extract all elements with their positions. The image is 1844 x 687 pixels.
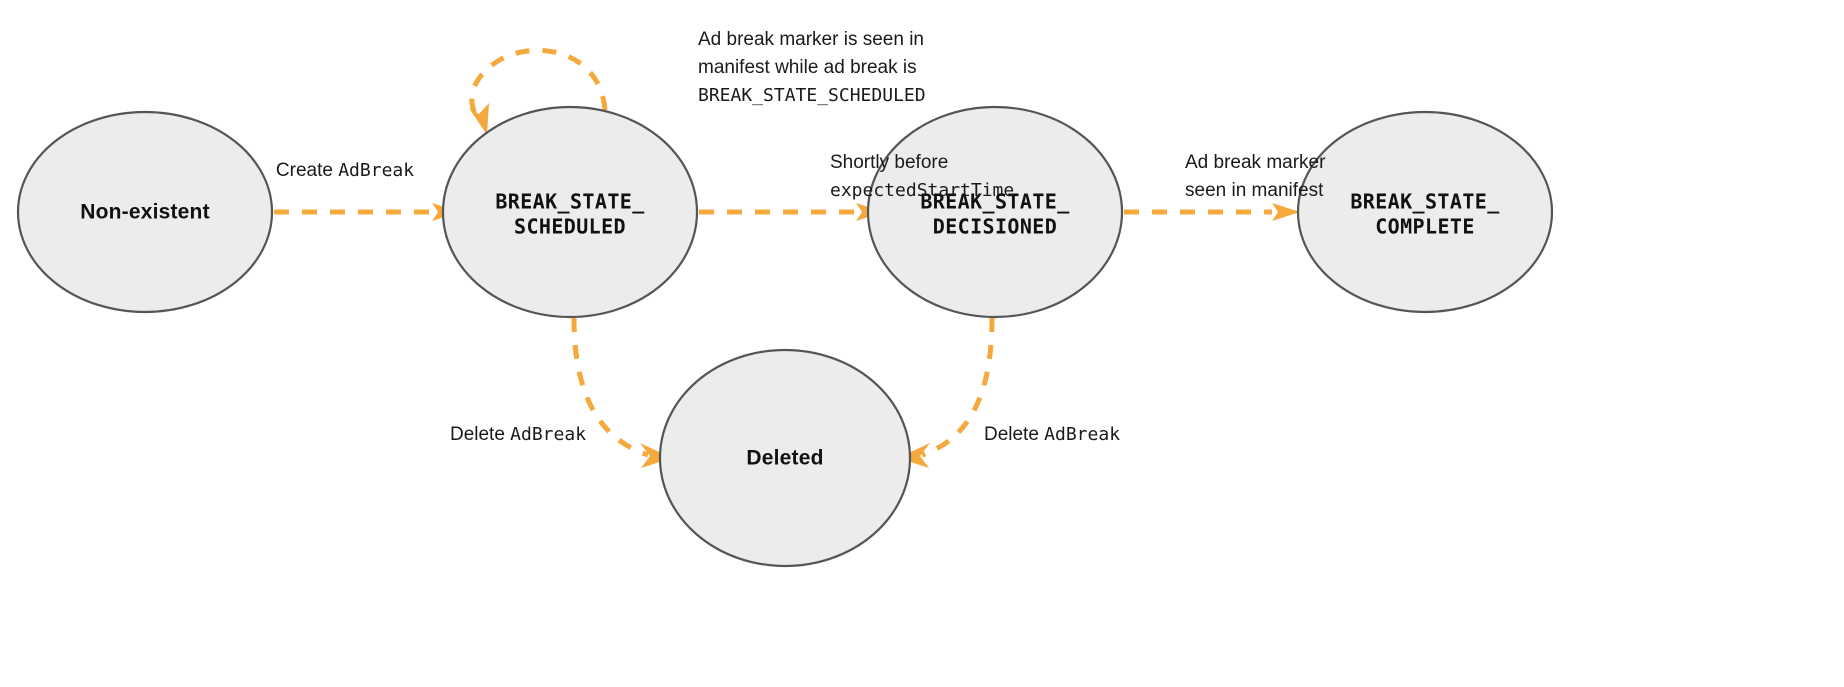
- node-break-state-complete[interactable]: BREAK_STATE_ COMPLETE: [1296, 110, 1554, 314]
- node-break-state-decisioned-label-line1: BREAK_STATE_: [920, 190, 1070, 214]
- edge-label-decisioned-to-complete: Ad break marker seen in manifest: [1185, 152, 1326, 201]
- edge-create-adbreak[interactable]: [274, 203, 460, 221]
- node-deleted-shape: [658, 348, 912, 568]
- edge-label-decisioned-to-complete-line2: seen in manifest: [1185, 180, 1324, 201]
- edge-label-create-adbreak-code: AdBreak: [338, 160, 414, 181]
- edge-scheduled-to-decisioned[interactable]: [699, 203, 884, 221]
- node-break-state-scheduled-label-line1: BREAK_STATE_: [495, 190, 645, 214]
- edge-label-scheduled-self-loop-line2: manifest while ad break is: [698, 57, 917, 78]
- node-non-existent-shape: [16, 110, 274, 314]
- node-break-state-scheduled-shape: [441, 105, 699, 319]
- node-break-state-scheduled-label-line2: SCHEDULED: [514, 215, 626, 239]
- edge-label-create-adbreak-prefix: Create: [276, 160, 338, 181]
- edge-label-decisioned-to-deleted-prefix: Delete: [984, 424, 1044, 445]
- edge-scheduled-self-loop[interactable]: [469, 47, 608, 135]
- node-break-state-decisioned-label-line2: DECISIONED: [933, 215, 1057, 239]
- edge-label-scheduled-to-deleted: Delete AdBreak: [450, 424, 586, 445]
- node-break-state-decisioned[interactable]: BREAK_STATE_ DECISIONED: [866, 105, 1124, 319]
- edge-scheduled-self-loop-line: [469, 47, 608, 121]
- edge-label-scheduled-self-loop-line3: BREAK_STATE_SCHEDULED: [698, 85, 926, 106]
- edge-scheduled-self-loop-arrowhead: [469, 103, 489, 135]
- node-non-existent-label: Non-existent: [80, 201, 210, 224]
- edge-label-decisioned-to-deleted: Delete AdBreak: [984, 424, 1120, 445]
- edge-label-scheduled-self-loop-line1: Ad break marker is seen in: [698, 29, 924, 50]
- node-break-state-complete-label-line1: BREAK_STATE_: [1350, 190, 1500, 214]
- node-break-state-complete-shape: [1296, 110, 1554, 314]
- edge-label-scheduled-self-loop: Ad break marker is seen in manifest whil…: [698, 29, 926, 106]
- node-break-state-complete-label-line2: COMPLETE: [1375, 215, 1475, 239]
- node-deleted-label: Deleted: [746, 447, 823, 470]
- edge-label-decisioned-to-deleted-code: AdBreak: [1044, 424, 1120, 445]
- edge-label-scheduled-to-decisioned-line1: Shortly before: [830, 152, 948, 173]
- edge-label-decisioned-to-deleted-text: Delete AdBreak: [984, 424, 1120, 445]
- edge-scheduled-to-deleted-line: [571, 317, 649, 458]
- edge-label-scheduled-to-decisioned: Shortly before expectedStartTime: [830, 152, 1014, 201]
- node-break-state-scheduled[interactable]: BREAK_STATE_ SCHEDULED: [441, 105, 699, 319]
- node-deleted[interactable]: Deleted: [658, 348, 912, 568]
- edge-label-scheduled-to-decisioned-line2: expectedStartTime: [830, 180, 1014, 201]
- edge-scheduled-to-deleted[interactable]: [571, 317, 672, 468]
- edge-label-create-adbreak-text: Create AdBreak: [276, 160, 414, 181]
- edge-decisioned-to-complete-arrowhead: [1272, 203, 1300, 221]
- edge-decisioned-to-deleted[interactable]: [898, 317, 995, 468]
- edge-label-scheduled-to-deleted-code: AdBreak: [510, 424, 586, 445]
- edge-label-create-adbreak: Create AdBreak: [276, 160, 414, 181]
- edge-decisioned-to-deleted-line: [921, 317, 995, 458]
- edge-label-scheduled-to-deleted-text: Delete AdBreak: [450, 424, 586, 445]
- edge-scheduled-to-deleted-arrowhead: [640, 443, 672, 468]
- edge-decisioned-to-deleted-arrowhead: [898, 443, 930, 468]
- edge-label-decisioned-to-complete-line1: Ad break marker: [1185, 152, 1326, 173]
- edge-label-scheduled-to-deleted-prefix: Delete: [450, 424, 510, 445]
- edge-decisioned-to-complete[interactable]: [1124, 203, 1300, 221]
- node-non-existent[interactable]: Non-existent: [16, 110, 274, 314]
- node-break-state-decisioned-shape: [866, 105, 1124, 319]
